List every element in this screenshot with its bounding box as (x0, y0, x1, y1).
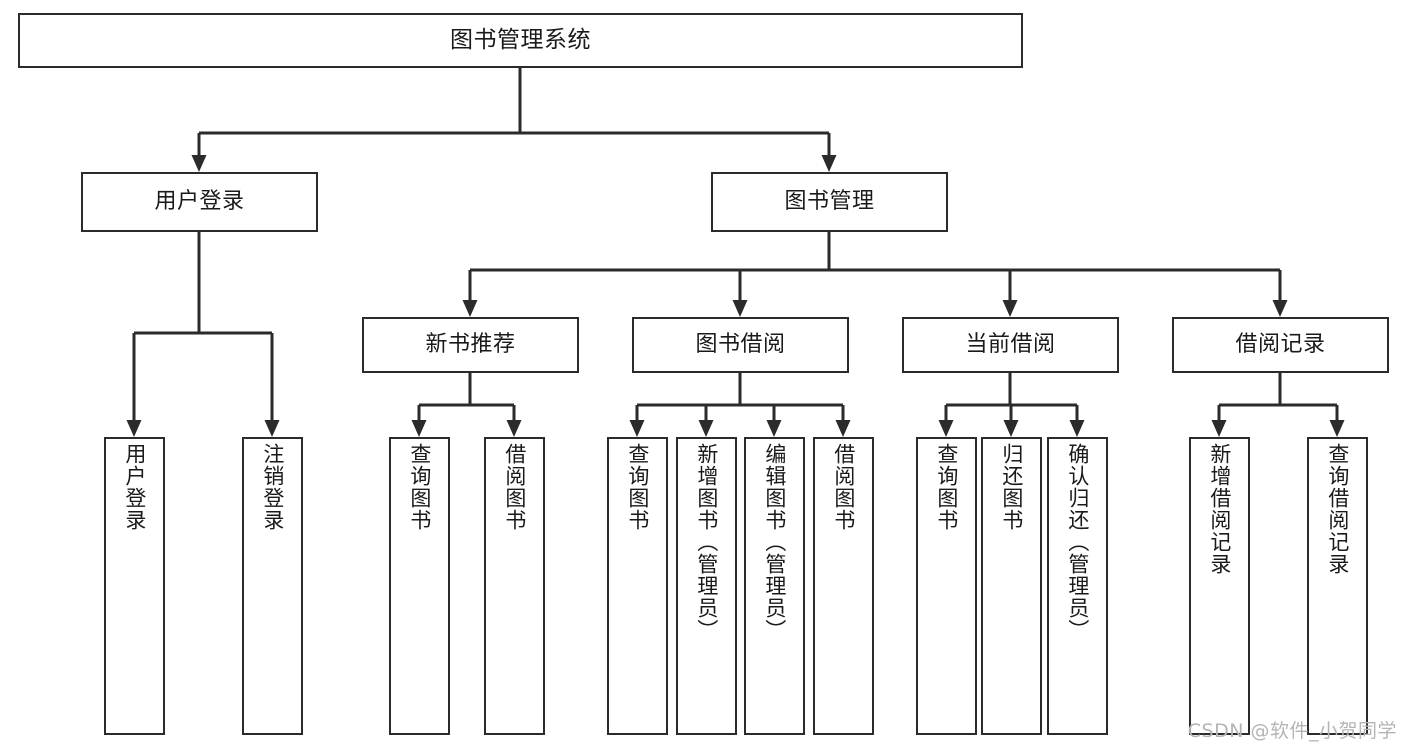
node-label: 用户登录 (122, 443, 147, 531)
node-label: 注销登录 (260, 443, 285, 531)
node-label: 图书借阅 (695, 331, 786, 357)
node-label: 查询图书 (625, 443, 650, 531)
node-leaf-query-book-2[interactable]: 查询图书 (607, 437, 668, 735)
node-leaf-user-login[interactable]: 用户登录 (104, 437, 165, 735)
node-leaf-borrow-book-1[interactable]: 借阅图书 (484, 437, 545, 735)
node-leaf-borrow-book-2[interactable]: 借阅图书 (813, 437, 874, 735)
node-book-manage[interactable]: 图书管理 (711, 172, 948, 232)
node-label: 借阅图书 (831, 443, 856, 531)
node-label: 编辑图书（管理员） (762, 443, 787, 641)
node-label: 新增图书（管理员） (694, 443, 719, 641)
node-label: 新增借阅记录 (1207, 443, 1232, 575)
watermark-text: CSDN @软件_小贺同学 (1187, 720, 1397, 742)
node-label: 图书管理 (784, 188, 875, 214)
node-root-system[interactable]: 图书管理系统 (18, 13, 1023, 68)
node-user-login[interactable]: 用户登录 (81, 172, 318, 232)
node-label: 查询图书 (407, 443, 432, 531)
node-leaf-confirm-return[interactable]: 确认归还（管理员） (1047, 437, 1108, 735)
node-leaf-query-book-3[interactable]: 查询图书 (916, 437, 977, 735)
node-label: 归还图书 (999, 443, 1024, 531)
node-leaf-add-book[interactable]: 新增图书（管理员） (676, 437, 737, 735)
node-current-borrow[interactable]: 当前借阅 (902, 317, 1119, 373)
node-leaf-query-borrow-record[interactable]: 查询借阅记录 (1307, 437, 1368, 735)
node-label: 用户登录 (154, 188, 245, 214)
node-label: 借阅图书 (502, 443, 527, 531)
node-label: 查询借阅记录 (1325, 443, 1350, 575)
node-leaf-edit-book[interactable]: 编辑图书（管理员） (744, 437, 805, 735)
node-leaf-return-book[interactable]: 归还图书 (981, 437, 1042, 735)
node-label: 确认归还（管理员） (1065, 443, 1090, 641)
node-label: 查询图书 (934, 443, 959, 531)
node-borrow-record[interactable]: 借阅记录 (1172, 317, 1389, 373)
node-leaf-query-book-1[interactable]: 查询图书 (389, 437, 450, 735)
node-label: 新书推荐 (425, 331, 516, 357)
node-label: 图书管理系统 (450, 26, 591, 53)
node-label: 借阅记录 (1235, 331, 1326, 357)
node-leaf-logout-login[interactable]: 注销登录 (242, 437, 303, 735)
node-leaf-add-borrow-record[interactable]: 新增借阅记录 (1189, 437, 1250, 735)
node-new-book-recommend[interactable]: 新书推荐 (362, 317, 579, 373)
node-label: 当前借阅 (965, 331, 1056, 357)
node-book-borrow[interactable]: 图书借阅 (632, 317, 849, 373)
